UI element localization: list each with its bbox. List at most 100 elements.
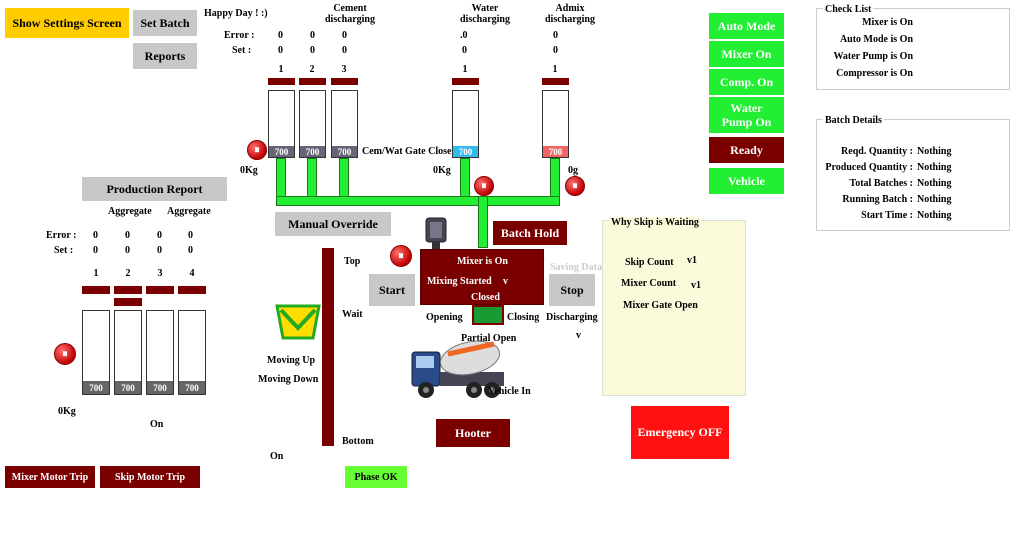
skip-count-label: Skip Count <box>625 257 674 268</box>
water-pump-on-button[interactable]: Water Pump On <box>709 97 784 133</box>
bin-level: 700 <box>269 146 294 157</box>
cement-bin-1: 700 <box>268 90 295 158</box>
water-weight: 0Kg <box>433 165 451 176</box>
running-batch-value: Nothing <box>917 194 952 205</box>
discharging-label: Discharging <box>546 312 598 323</box>
agg-indicator-bar <box>82 286 110 294</box>
admix-weight: 0g <box>568 165 578 176</box>
mixer-alarm-icon[interactable]: ⏸ <box>390 245 412 267</box>
skip-motor-trip-button[interactable]: Skip Motor Trip <box>100 466 200 488</box>
agg3-set: 0 <box>157 245 162 256</box>
agg-bin-number: 2 <box>125 268 131 279</box>
skip-top-label: Top <box>344 256 361 267</box>
agg-error-label: Error : <box>46 230 77 241</box>
show-settings-button[interactable]: Show Settings Screen <box>5 8 129 38</box>
agg-indicator-bar <box>114 298 142 306</box>
water-error: .0 <box>460 30 468 41</box>
reqd-quantity-value: Nothing <box>917 146 952 157</box>
aggregate-on-status: On <box>150 419 164 430</box>
pipe <box>276 196 560 206</box>
bin-level: 700 <box>179 381 205 394</box>
checklist-item: Auto Mode is On <box>839 34 913 45</box>
pipe <box>460 158 470 198</box>
admix-set: 0 <box>553 45 558 56</box>
water-header: Water discharging <box>459 3 510 25</box>
auto-mode-button[interactable]: Auto Mode <box>709 13 784 39</box>
produced-quantity-label: Produced Quantity : <box>825 162 913 173</box>
skip-on-status: On <box>270 451 284 462</box>
error-label: Error : <box>224 30 255 41</box>
mixer-motor-icon <box>425 217 447 250</box>
agg1-set: 0 <box>93 245 98 256</box>
mixing-started-text: Mixing Started <box>427 276 492 287</box>
stop-button[interactable]: Stop <box>549 274 595 306</box>
bin-level: 700 <box>147 381 173 394</box>
mixer-on-button[interactable]: Mixer On <box>709 41 784 67</box>
pipe <box>276 158 286 198</box>
pipe <box>307 158 317 198</box>
saving-data-text: Saving Data <box>550 262 602 273</box>
mixer-gate-closed-text: Closed <box>471 292 500 303</box>
cement-alarm-icon[interactable]: ⏸ <box>247 140 267 160</box>
bin-number: 3 <box>341 64 347 75</box>
gate-opening-label: Opening <box>426 312 463 323</box>
hooter-button[interactable]: Hooter <box>436 419 510 447</box>
skip-waiting-panel: Why Skip is Waiting Skip Count v1 Mixer … <box>602 217 746 396</box>
reqd-quantity-label: Reqd. Quantity : <box>841 146 913 157</box>
aggregate-alarm-icon[interactable]: ⏸ <box>54 343 76 365</box>
water-alarm-icon[interactable]: ⏸ <box>474 176 494 196</box>
bin-indicator-bar <box>299 78 326 85</box>
cement-header: Cement discharging <box>324 3 375 25</box>
vehicle-in-status: Vehicle In <box>488 386 531 397</box>
mixer-on-text: Mixer is On <box>457 256 508 267</box>
agg-bin-number: 4 <box>189 268 195 279</box>
ready-button[interactable]: Ready <box>709 137 784 163</box>
mixing-value: v <box>503 276 508 287</box>
cement3-error: 0 <box>342 30 347 41</box>
start-button[interactable]: Start <box>369 274 415 306</box>
skip-bottom-label: Bottom <box>342 436 374 447</box>
cement-bin-3: 700 <box>331 90 358 158</box>
cement2-set: 0 <box>310 45 315 56</box>
set-label: Set : <box>232 45 252 56</box>
agg2-error: 0 <box>125 230 130 241</box>
cem-wat-gate-status: Cem/Wat Gate Close <box>362 146 452 157</box>
skip-track <box>322 248 334 446</box>
admix-bin: 700 <box>542 90 569 158</box>
agg3-error: 0 <box>157 230 162 241</box>
manual-override-button[interactable]: Manual Override <box>275 212 391 236</box>
start-time-value: Nothing <box>917 210 952 221</box>
greeting-text: Happy Day ! :) <box>204 8 268 19</box>
agg-bin-number: 1 <box>93 268 99 279</box>
admix-alarm-icon[interactable]: ⏸ <box>565 176 585 196</box>
mixer-count-value: v1 <box>691 280 701 291</box>
reports-button[interactable]: Reports <box>133 43 197 69</box>
cement-bin-2: 700 <box>299 90 326 158</box>
emergency-off-button[interactable]: Emergency OFF <box>631 406 729 459</box>
bin-number: 1 <box>552 64 558 75</box>
set-batch-button[interactable]: Set Batch <box>133 10 197 36</box>
skip-count-value: v1 <box>687 255 697 266</box>
aggregate-bin-2: 700 <box>114 310 142 395</box>
total-batches-label: Total Batches : <box>849 178 913 189</box>
mixer-motor-trip-button[interactable]: Mixer Motor Trip <box>5 466 95 488</box>
pipe <box>339 158 349 198</box>
produced-quantity-value: Nothing <box>917 162 952 173</box>
skip-waiting-title: Why Skip is Waiting <box>609 217 701 228</box>
batch-details-title: Batch Details <box>823 115 884 126</box>
bin-indicator-bar <box>542 78 569 85</box>
comp-on-button[interactable]: Comp. On <box>709 69 784 95</box>
agg-bin-number: 3 <box>157 268 163 279</box>
bin-indicator-bar <box>331 78 358 85</box>
aggregate-weight: 0Kg <box>58 406 76 417</box>
checklist-panel: Check List Mixer is On Auto Mode is On W… <box>816 4 1010 90</box>
discharging-value: v <box>576 330 581 341</box>
production-report-button[interactable]: Production Report <box>82 177 227 201</box>
batch-hold-button[interactable]: Batch Hold <box>493 221 567 245</box>
agg4-set: 0 <box>188 245 193 256</box>
vehicle-button[interactable]: Vehicle <box>709 168 784 194</box>
skip-wait-label: Wait <box>342 309 363 320</box>
aggregate-bin-4: 700 <box>178 310 206 395</box>
water-bin: 700 <box>452 90 479 158</box>
agg-indicator-bar <box>146 286 174 294</box>
